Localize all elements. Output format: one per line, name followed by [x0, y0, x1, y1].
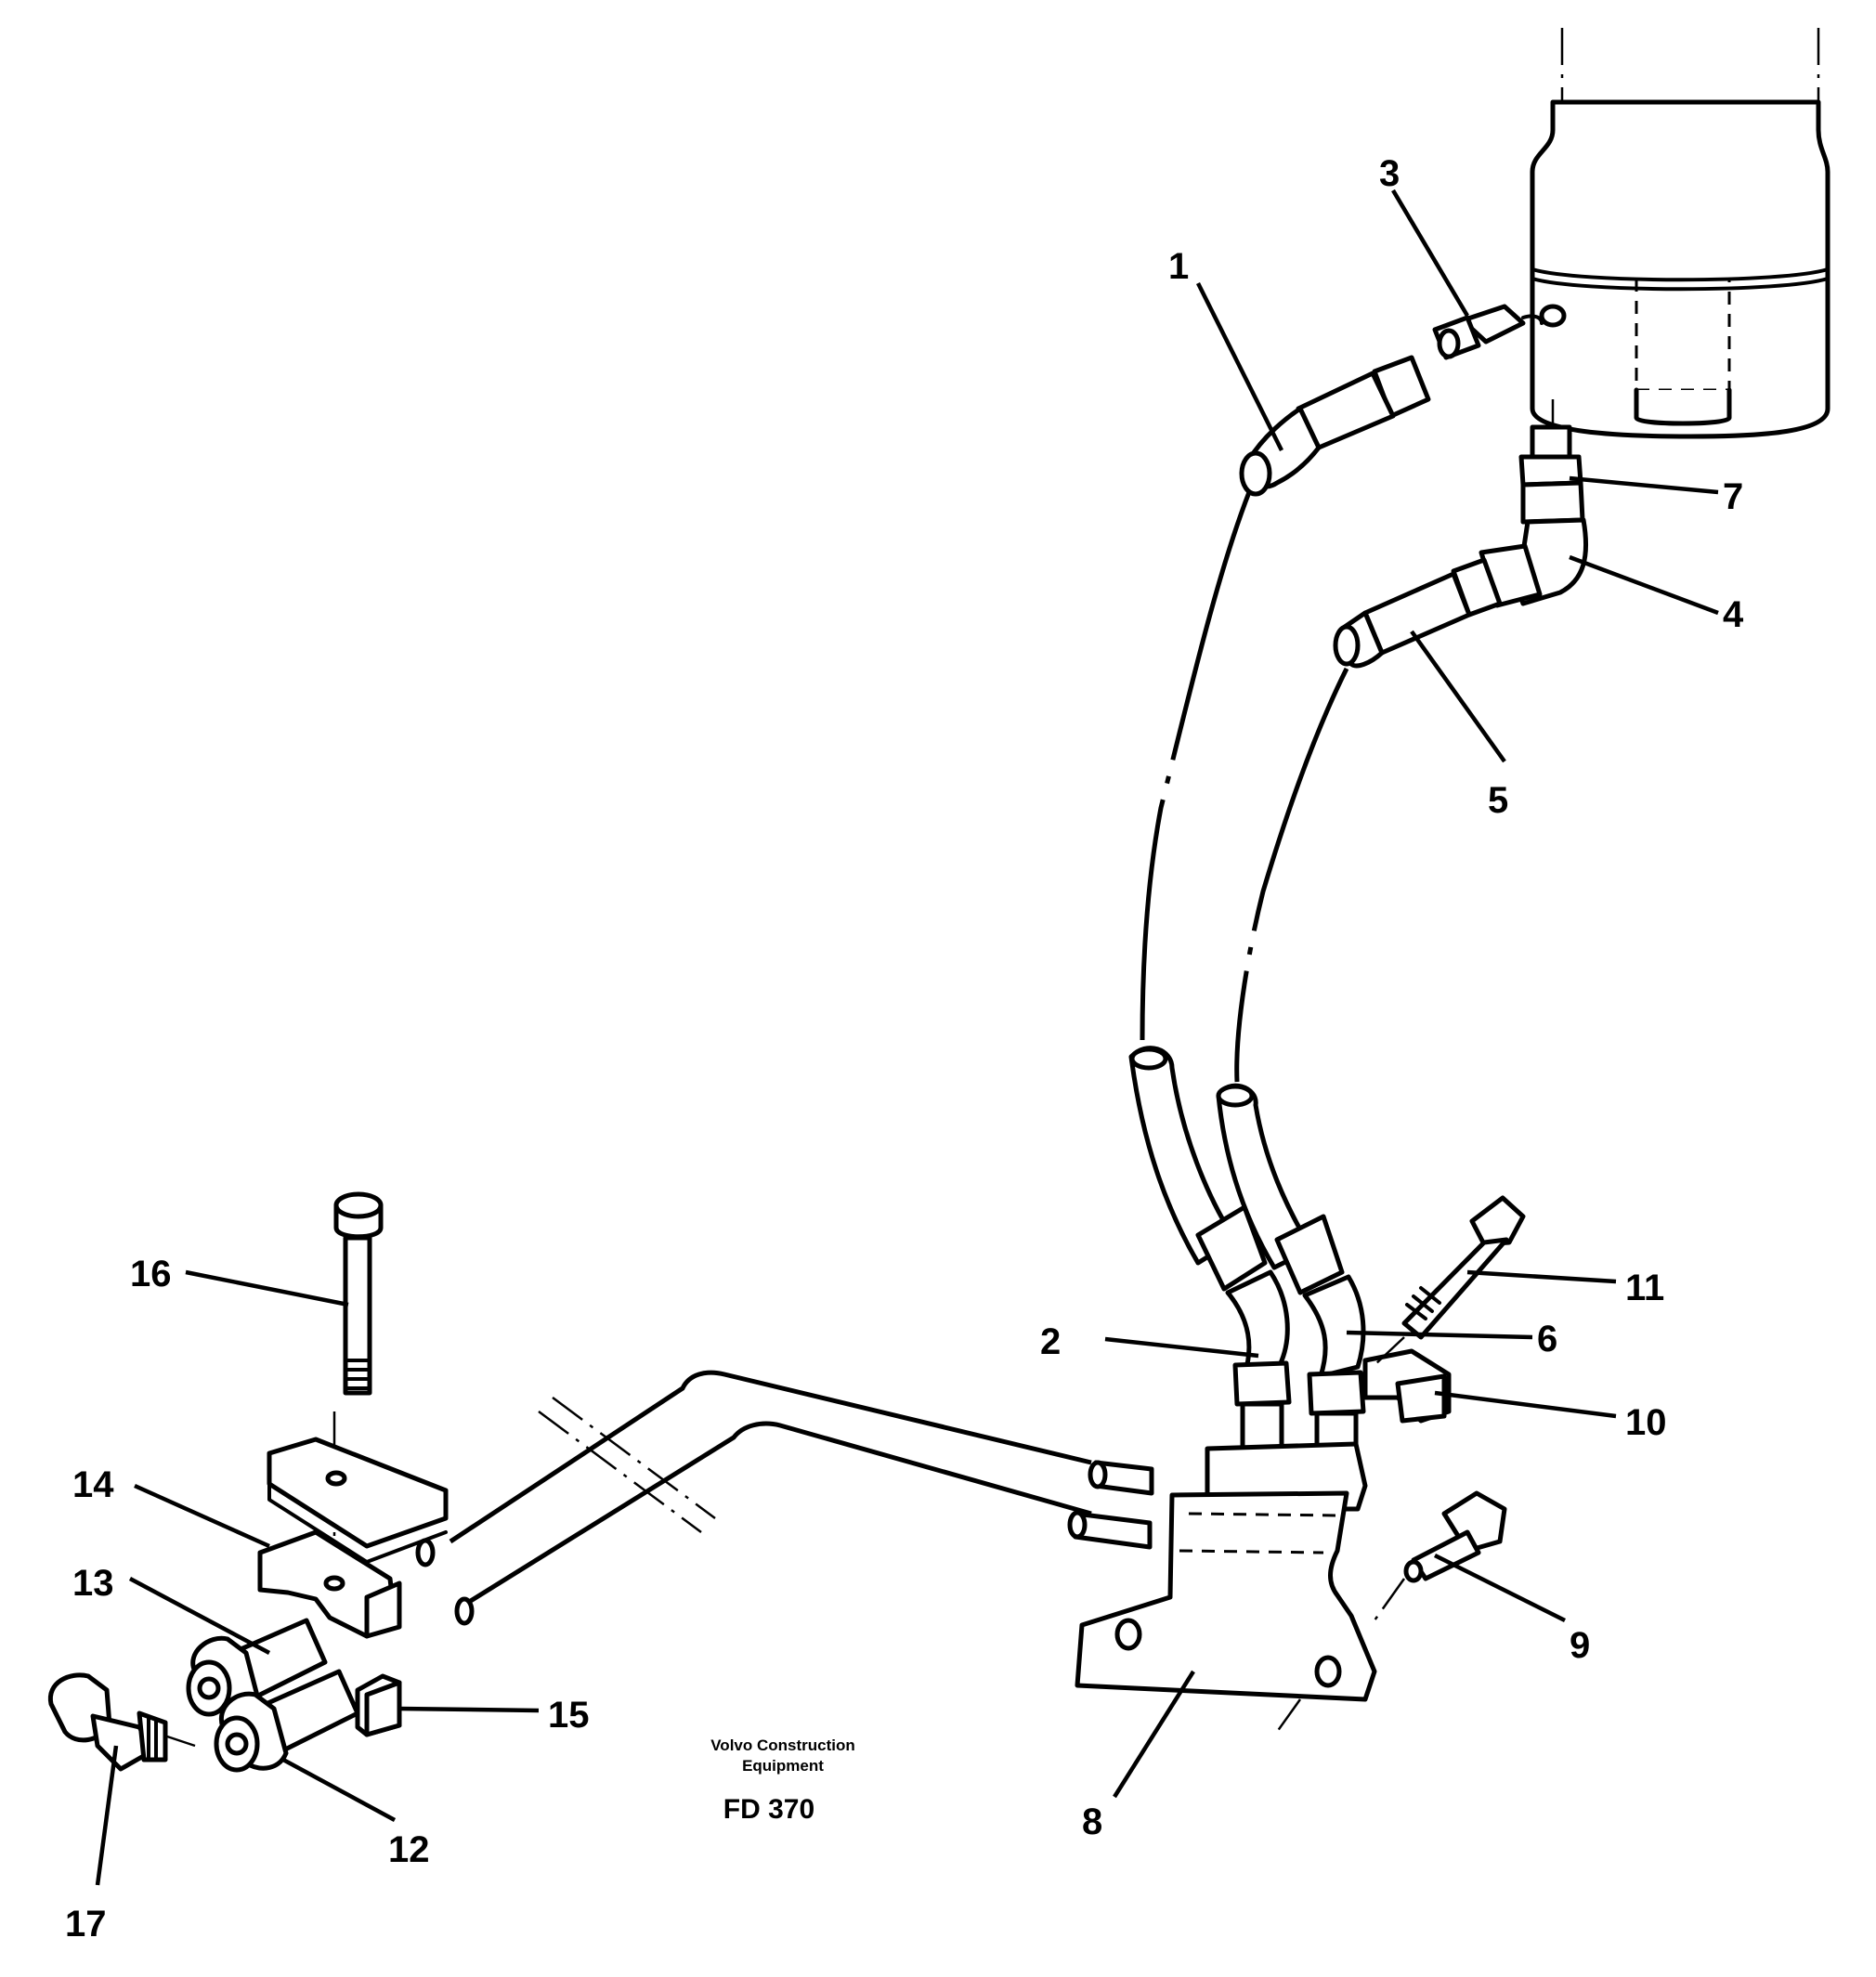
elbow-fitting-4 [1479, 517, 1588, 608]
hose-5-end [1333, 557, 1503, 669]
tube-12 [214, 1669, 360, 1773]
elbow-fitting-6 [1302, 1274, 1366, 1470]
callout-17: 17 [65, 1904, 107, 1944]
bolt-16 [332, 1191, 384, 1560]
callout-1: 1 [1168, 246, 1189, 287]
callout-15: 15 [548, 1695, 590, 1736]
hydraulic-cylinder [1530, 28, 1830, 439]
callout-3: 3 [1379, 153, 1400, 194]
leader-lines [95, 189, 1719, 1886]
elbow-fitting-17 [47, 1672, 196, 1772]
caption: Volvo Construction Equipment FD 370 [710, 1736, 855, 1825]
bracket-8 [1075, 1441, 1377, 1733]
caption-figure-code: FD 370 [723, 1794, 814, 1825]
callout-11: 11 [1625, 1268, 1664, 1308]
callout-7: 7 [1723, 476, 1743, 517]
callout-6: 6 [1537, 1319, 1557, 1359]
clamp-plate [267, 1437, 449, 1564]
callout-4: 4 [1723, 594, 1744, 635]
callout-13: 13 [72, 1563, 114, 1604]
tube-13 [186, 1618, 328, 1717]
caption-company-line2: Equipment [742, 1757, 824, 1775]
adapter-fitting-3 [1432, 304, 1544, 360]
bolt-9 [1373, 1490, 1507, 1621]
callout-16: 16 [130, 1254, 172, 1294]
callout-2: 2 [1040, 1321, 1061, 1362]
callout-5: 5 [1488, 780, 1508, 821]
adapter-fitting-7 [1518, 399, 1585, 525]
tube-run [449, 1370, 1154, 1605]
callout-14: 14 [72, 1464, 114, 1505]
clamp-half-14 [257, 1529, 475, 1639]
hose-break-lines [1140, 491, 1349, 1083]
spacer-block-10 [1362, 1348, 1452, 1424]
clamp-half-15 [355, 1673, 402, 1737]
callout-12: 12 [388, 1829, 430, 1870]
callout-8: 8 [1082, 1801, 1102, 1842]
lower-hose-pair [1128, 1046, 1345, 1295]
elbow-fitting-2 [1225, 1269, 1292, 1461]
bolt-11 [1374, 1195, 1526, 1366]
callout-10: 10 [1625, 1402, 1667, 1443]
callout-numbers: 1 2 3 4 5 6 7 8 9 10 11 12 13 14 15 16 1… [65, 153, 1744, 1944]
hose-1-end [1239, 355, 1431, 497]
callout-9: 9 [1570, 1625, 1590, 1666]
caption-company-line1: Volvo Construction [710, 1736, 855, 1754]
